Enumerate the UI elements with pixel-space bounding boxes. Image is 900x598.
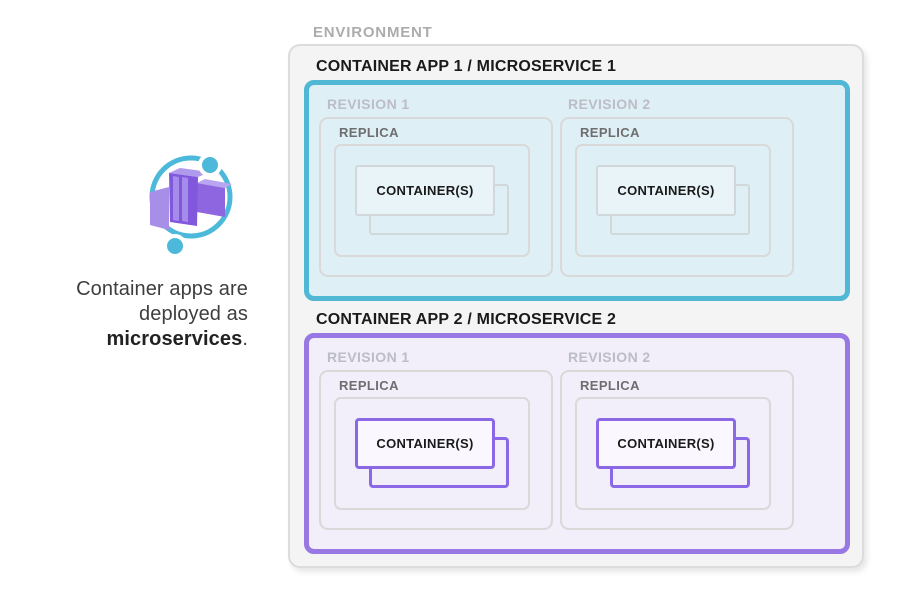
container-apps-icon: [134, 140, 244, 258]
replica-box: REPLICA CONTAINER(S): [560, 370, 794, 530]
revision-label: REVISION 2: [568, 349, 651, 365]
replica-box: REPLICA CONTAINER(S): [319, 117, 553, 277]
container-box-front: CONTAINER(S): [355, 165, 495, 216]
container-stack: CONTAINER(S): [596, 418, 752, 490]
replica-label: REPLICA: [339, 378, 399, 393]
right-container-box-top: [197, 179, 232, 188]
caption-line-1: Container apps are: [76, 278, 248, 300]
container-stack: CONTAINER(S): [355, 418, 511, 490]
replica-inner-box: CONTAINER(S): [575, 397, 771, 510]
app2-revision1: REVISION 1 REPLICA CONTAINER(S): [319, 348, 553, 530]
caption-line-2: deployed as: [139, 303, 248, 325]
revision-label: REVISION 1: [327, 96, 410, 112]
replica-label: REPLICA: [580, 125, 640, 140]
environment-label: ENVIRONMENT: [313, 24, 433, 41]
app1-revision1: REVISION 1 REPLICA CONTAINER(S): [319, 95, 553, 277]
left-container-box: [150, 187, 169, 230]
cube-stripe-2: [182, 177, 188, 222]
container-stack: CONTAINER(S): [355, 165, 511, 237]
app2-title: CONTAINER APP 2 / MICROSERVICE 2: [316, 311, 617, 328]
environment-box: CONTAINER APP 1 / MICROSERVICE 1 REVISIO…: [288, 44, 864, 568]
caption-line-3: microservices.: [20, 327, 248, 352]
replica-box: REPLICA CONTAINER(S): [319, 370, 553, 530]
caption: Container apps are deployed as microserv…: [20, 277, 248, 352]
orbit-dot-bottom: [163, 234, 187, 258]
container-box-front: CONTAINER(S): [596, 165, 736, 216]
container-box-front: CONTAINER(S): [355, 418, 495, 469]
app1-title: CONTAINER APP 1 / MICROSERVICE 1: [316, 58, 617, 75]
replica-label: REPLICA: [580, 378, 640, 393]
caption-suffix: .: [242, 328, 248, 350]
app1-revision2: REVISION 2 REPLICA CONTAINER(S): [560, 95, 794, 277]
replica-inner-box: CONTAINER(S): [575, 144, 771, 257]
app1-box: REVISION 1 REPLICA CONTAINER(S) REVISION…: [304, 80, 850, 301]
center-cube-top: [169, 168, 210, 177]
app2-box: REVISION 1 REPLICA CONTAINER(S) REVISION…: [304, 333, 850, 554]
container-apps-icon-svg: [149, 153, 233, 258]
cube-stripe-1: [173, 176, 179, 221]
container-box-front: CONTAINER(S): [596, 418, 736, 469]
container-stack: CONTAINER(S): [596, 165, 752, 237]
orbit-dot-top: [198, 153, 222, 177]
app2-revision2: REVISION 2 REPLICA CONTAINER(S): [560, 348, 794, 530]
replica-inner-box: CONTAINER(S): [334, 144, 530, 257]
revision-label: REVISION 2: [568, 96, 651, 112]
caption-emphasis: microservices: [106, 328, 243, 350]
revision-label: REVISION 1: [327, 349, 410, 365]
replica-inner-box: CONTAINER(S): [334, 397, 530, 510]
right-container-box: [197, 183, 225, 217]
replica-label: REPLICA: [339, 125, 399, 140]
replica-box: REPLICA CONTAINER(S): [560, 117, 794, 277]
